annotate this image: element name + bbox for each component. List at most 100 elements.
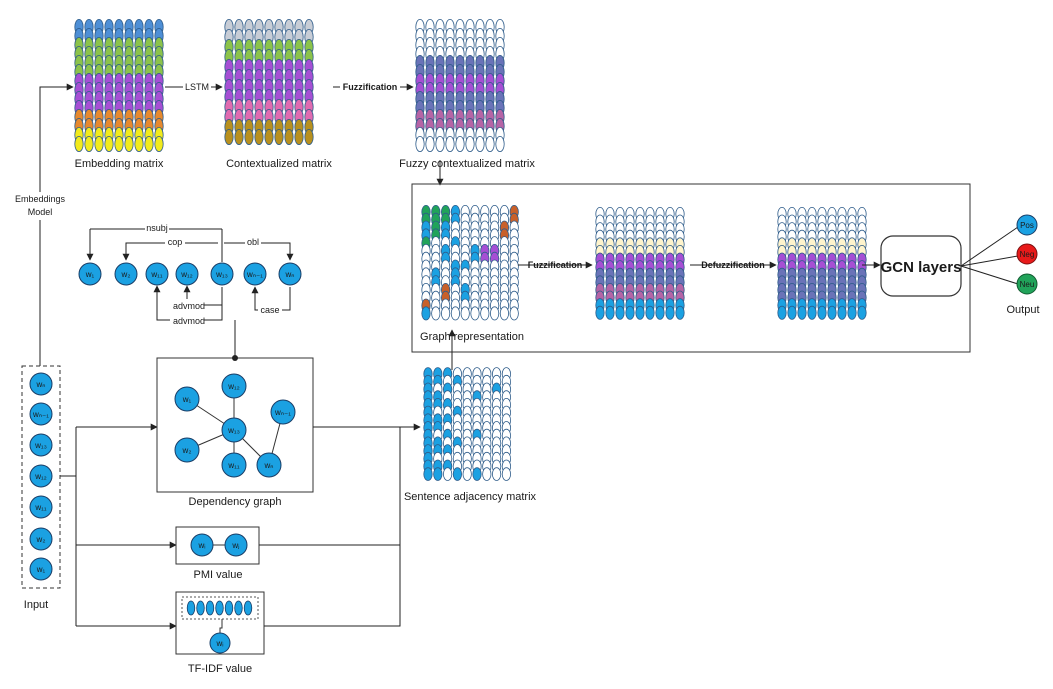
input-node-wt1: w₁₁ xyxy=(29,495,53,519)
input-label: Input xyxy=(24,599,48,611)
tfidf-token-oval xyxy=(224,600,234,616)
tfidf-token-oval xyxy=(243,600,253,616)
dg-node-wn: wₙ xyxy=(256,452,282,478)
gcn-out-matrix-cell xyxy=(807,305,817,320)
embeddings-model-label-line2: Model xyxy=(28,207,53,217)
embedding-matrix-label: Embedding matrix xyxy=(75,158,164,170)
gcn-out-matrix-cell xyxy=(837,305,847,320)
gcn-out-matrix-cell xyxy=(827,305,837,320)
input-node-w2: w₂ xyxy=(29,527,53,551)
dep-node-w1: w₁ xyxy=(78,262,102,286)
fuzzification-label-mid: Fuzzification xyxy=(528,260,583,270)
gcn-in-matrix-cell xyxy=(675,305,685,320)
fuzzy-matrix-cell xyxy=(485,135,495,152)
gcn-in-matrix-cell xyxy=(625,305,635,320)
graph-rep-cell xyxy=(460,306,470,321)
dependency-graph-label: Dependency graph xyxy=(189,496,282,508)
dep-label-advmod-2: advmod xyxy=(173,316,205,326)
input-node-wn1: wₙ₋₁ xyxy=(29,402,53,426)
gcn-layers-label: GCN layers xyxy=(881,259,962,276)
output-neg-label: Neg xyxy=(1020,250,1035,259)
svg-text:w₁₁: w₁₁ xyxy=(34,503,46,512)
dep-label-nsubj: nsubj xyxy=(146,223,168,233)
dg-node-wt3: w₁₃ xyxy=(221,417,247,443)
graph-rep-cell xyxy=(509,306,519,321)
defuzzification-label: Defuzzification xyxy=(701,260,765,270)
svg-text:w₂: w₂ xyxy=(121,270,131,279)
gcn-out-matrix-cell xyxy=(777,305,787,320)
contextualized-matrix-cell xyxy=(264,128,274,145)
svg-text:wᵢ: wᵢ xyxy=(215,639,223,648)
dep-node-w2: w₂ xyxy=(114,262,138,286)
svg-text:w₁₁: w₁₁ xyxy=(150,270,162,279)
svg-text:wᵢ: wᵢ xyxy=(197,541,205,550)
output-pos-label: Pos xyxy=(1020,221,1034,230)
dep-node-wt2: w₁₂ xyxy=(175,262,199,286)
contextualized-matrix-cell xyxy=(234,128,244,145)
embedding-matrix-cell xyxy=(94,135,104,152)
tfidf-token-oval xyxy=(205,600,215,616)
adjacency-cell xyxy=(423,467,433,481)
fuzzy-matrix-cell xyxy=(455,135,465,152)
gcn-out-matrix-cell xyxy=(847,305,857,320)
contextualized-matrix-cell xyxy=(274,128,284,145)
gcn-in-matrix-cell xyxy=(615,305,625,320)
svg-text:wₙ₋₁: wₙ₋₁ xyxy=(246,270,263,279)
graph-rep-cell xyxy=(489,306,500,321)
embedding-matrix-cell xyxy=(144,135,154,152)
gcn-in-matrix-cell xyxy=(595,305,605,320)
adjacency-cell xyxy=(452,467,462,481)
svg-text:w₁₁: w₁₁ xyxy=(227,461,239,470)
svg-text:w₁₂: w₁₂ xyxy=(227,382,240,391)
svg-text:w₁: w₁ xyxy=(36,565,46,574)
dg-node-wt1: w₁₁ xyxy=(221,452,247,478)
sentence-adjacency-matrix-label: Sentence adjacency matrix xyxy=(404,491,537,503)
gcn-in-matrix-cell xyxy=(605,305,615,320)
dep-label-obl: obl xyxy=(247,237,259,247)
svg-text:w₁₃: w₁₃ xyxy=(34,441,47,450)
svg-text:w₂: w₂ xyxy=(36,535,46,544)
input-node-w1: w₁ xyxy=(29,557,53,581)
svg-text:wₙ₋₁: wₙ₋₁ xyxy=(32,410,49,419)
embedding-matrix-cell xyxy=(74,135,84,152)
dg-node-wt2: w₁₂ xyxy=(221,373,247,399)
contextualized-matrix-cell xyxy=(254,128,264,145)
embedding-matrix-cell xyxy=(124,135,134,152)
contextualized-matrix-cell xyxy=(284,128,294,145)
tfidf-document-tokens xyxy=(186,600,253,616)
graph-rep-cell xyxy=(421,306,431,321)
fuzzy-matrix-cell xyxy=(445,135,455,152)
embeddings-model-arrow xyxy=(39,83,74,366)
dg-node-w2: w₂ xyxy=(174,437,200,463)
fuzzy-contextualized-matrix xyxy=(415,18,505,152)
input-node-wt3: w₁₃ xyxy=(29,433,53,457)
adjacency-cell xyxy=(482,467,492,481)
svg-text:w₁: w₁ xyxy=(85,270,95,279)
dependency-graph-nodes: w₁ w₁₂ w₁₃ w₂ w₁₁ wₙ₋₁ wₙ xyxy=(174,373,296,478)
embedding-matrix-cell xyxy=(104,135,114,152)
dep-label-advmod-1: advmod xyxy=(173,301,205,311)
tfidf-token-oval xyxy=(234,600,243,616)
embedding-matrix-cell xyxy=(134,135,144,152)
dep-node-wt1: w₁₁ xyxy=(145,262,169,286)
graph-rep-cell xyxy=(470,306,480,321)
svg-text:w₁: w₁ xyxy=(182,395,192,404)
defuzzified-graph-matrix xyxy=(777,206,867,320)
adjacency-cell xyxy=(442,467,453,481)
input-node-wt2: w₁₂ xyxy=(29,464,53,488)
tfidf-value-label: TF-IDF value xyxy=(188,663,252,675)
embedding-matrix-cell xyxy=(84,135,94,152)
embedding-matrix xyxy=(74,18,164,152)
dep-node-wt3: w₁₃ xyxy=(210,262,234,286)
embedding-matrix-cell xyxy=(154,135,164,152)
input-nodes: wₙ wₙ₋₁ w₁₃ w₁₂ w₁₁ w₂ w₁ xyxy=(29,372,53,581)
fuzzy-contextualized-matrix-label: Fuzzy contextualized matrix xyxy=(399,158,535,170)
adjacency-cell xyxy=(433,467,443,481)
svg-text:wⱼ: wⱼ xyxy=(231,541,239,550)
tfidf-token-oval xyxy=(186,600,196,616)
pmi-value-label: PMI value xyxy=(194,569,243,581)
gcn-out-matrix-cell xyxy=(797,305,807,320)
graph-rep-cell xyxy=(450,306,460,321)
adjacency-cell xyxy=(462,467,472,481)
